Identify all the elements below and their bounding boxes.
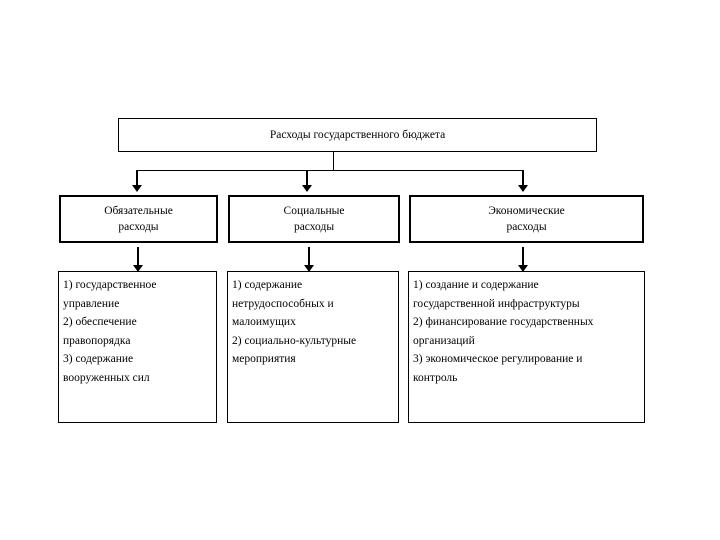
root-box-label: Расходы государственного бюджета	[269, 129, 446, 141]
arrowhead-down-mandatory-details-icon	[133, 265, 143, 272]
detail-box-social: 1) содержание нетрудоспособных и малоиму…	[227, 271, 399, 423]
detail-text-economic: 1) создание и содержание государственной…	[413, 279, 594, 384]
header-box-social: Социальные расходы	[228, 195, 400, 243]
header-box-mandatory: Обязательные расходы	[59, 195, 218, 243]
arrowhead-down-social-icon	[302, 185, 312, 192]
connector-stem-mandatory-details	[137, 247, 139, 266]
connector-drop-mandatory	[136, 170, 138, 186]
detail-box-economic: 1) создание и содержание государственной…	[408, 271, 645, 423]
connector-stem-social-details	[308, 247, 310, 266]
detail-box-mandatory: 1) государственное управление 2) обеспеч…	[58, 271, 217, 423]
connector-stem-economic-details	[522, 247, 524, 266]
header-label-economic: Экономические расходы	[488, 205, 565, 233]
connector-root-stem	[333, 152, 334, 170]
header-label-mandatory: Обязательные расходы	[104, 205, 173, 233]
root-box-budget-expenditures: Расходы государственного бюджета	[118, 118, 597, 152]
arrowhead-down-economic-details-icon	[518, 265, 528, 272]
detail-text-mandatory: 1) государственное управление 2) обеспеч…	[63, 279, 157, 384]
arrowhead-down-mandatory-icon	[132, 185, 142, 192]
header-label-social: Социальные расходы	[283, 205, 345, 233]
detail-text-social: 1) содержание нетрудоспособных и малоиму…	[232, 279, 357, 365]
connector-horizontal-bar	[137, 170, 524, 171]
arrowhead-down-economic-icon	[518, 185, 528, 192]
connector-drop-social	[306, 170, 308, 186]
connector-drop-economic	[522, 170, 524, 186]
arrowhead-down-social-details-icon	[304, 265, 314, 272]
header-box-economic: Экономические расходы	[409, 195, 644, 243]
